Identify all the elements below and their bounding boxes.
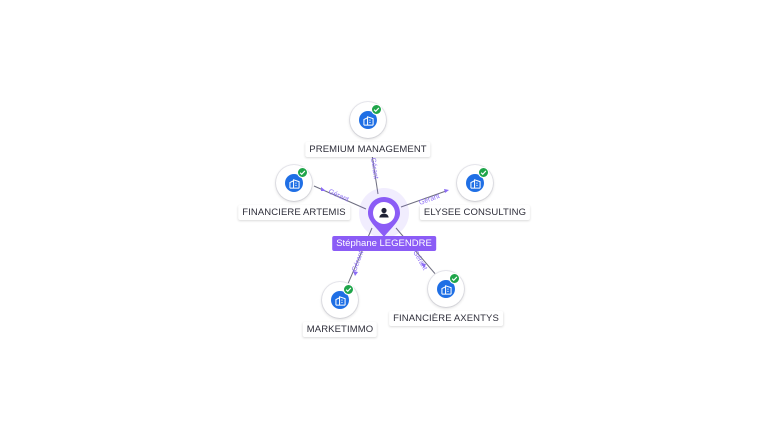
- company-label[interactable]: ELYSEE CONSULTING: [419, 205, 531, 220]
- edge-label: Gérant: [351, 250, 365, 273]
- verified-check-icon: [343, 284, 354, 295]
- verified-check-icon: [297, 167, 308, 178]
- building-icon: [466, 174, 484, 192]
- company-node-circle[interactable]: [350, 102, 386, 138]
- person-name-label[interactable]: Stéphane LEGENDRE: [332, 236, 436, 251]
- company-label[interactable]: FINANCIERE ARTEMIS: [238, 205, 350, 220]
- verified-check-icon: [478, 167, 489, 178]
- verified-check-icon: [371, 104, 382, 115]
- person-icon: [379, 207, 389, 218]
- building-icon: [331, 291, 349, 309]
- edge-label: Gérant: [327, 188, 349, 203]
- edge-premium-management: Gérant: [369, 151, 379, 195]
- company-node-circle[interactable]: [322, 282, 358, 318]
- building-icon: [285, 174, 303, 192]
- edge-label: Gérant: [369, 157, 379, 179]
- verified-check-icon: [449, 273, 460, 284]
- company-label[interactable]: FINANCIÈRE AXENTYS: [389, 311, 503, 326]
- building-icon: [437, 280, 455, 298]
- edge-label: Gérant: [411, 250, 428, 272]
- company-label[interactable]: PREMIUM MANAGEMENT: [305, 142, 431, 157]
- person-pin[interactable]: [367, 196, 401, 238]
- building-icon: [359, 111, 377, 129]
- company-label[interactable]: MARKETIMMO: [302, 322, 378, 337]
